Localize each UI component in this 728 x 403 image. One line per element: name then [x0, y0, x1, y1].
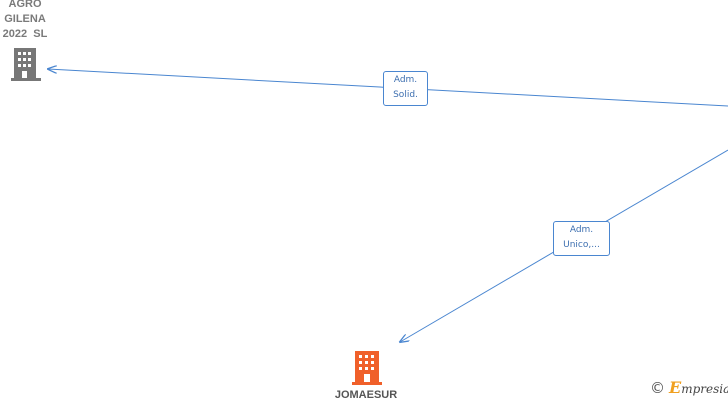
- node-label-agro[interactable]: AGRO GILENA 2022 SL: [2, 0, 48, 40]
- brand-initial: E: [669, 378, 682, 397]
- edge-label-adm-unico[interactable]: Adm. Unico,...: [553, 221, 610, 256]
- brand-name: mpresia: [681, 382, 728, 396]
- edge-label-line: Adm.: [569, 225, 594, 235]
- copyright-icon: ©: [650, 378, 665, 397]
- brand-logo: Empresia: [669, 378, 728, 397]
- building-icon[interactable]: [11, 48, 41, 81]
- building-icon[interactable]: [352, 351, 382, 385]
- edge-label-line: Solid.: [393, 90, 418, 100]
- copyright-footer: © Empresia: [650, 378, 728, 397]
- node-label-jomaesur[interactable]: JOMAESUR: [334, 389, 398, 401]
- edge-label-line: Adm.: [393, 75, 418, 85]
- edge-label-adm-solid[interactable]: Adm. Solid.: [383, 71, 428, 106]
- edge-label-line: Unico,...: [563, 240, 600, 250]
